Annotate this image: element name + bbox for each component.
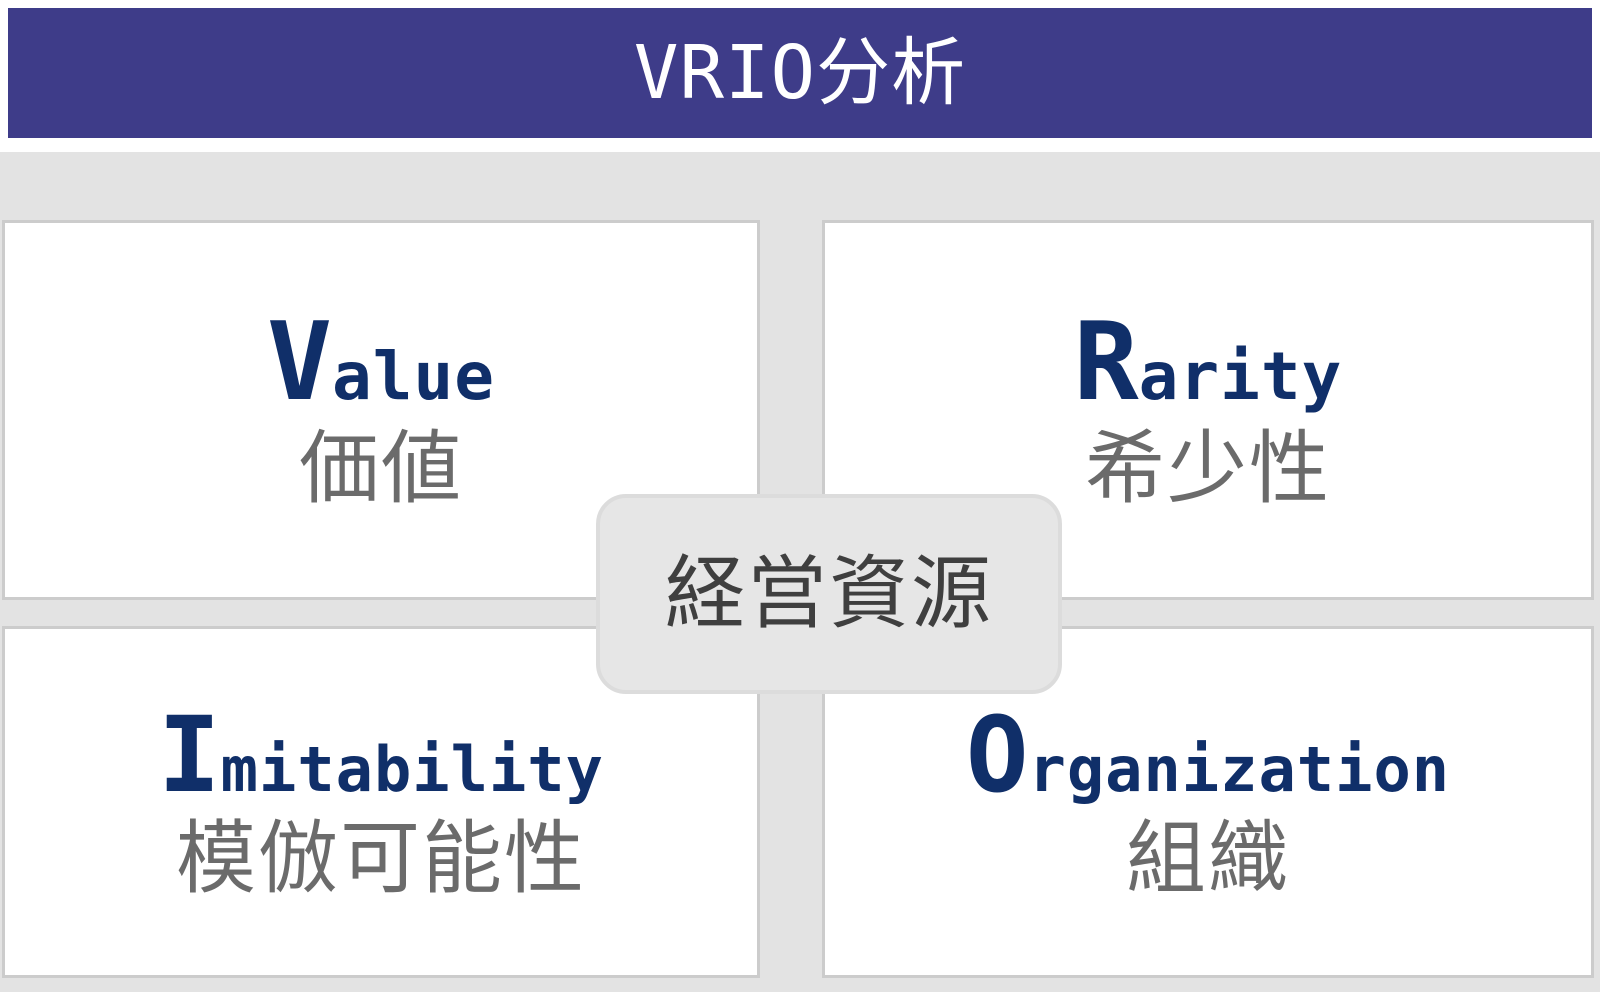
slide-title-bar: VRIO分析 bbox=[8, 8, 1592, 138]
quadrant-value-japanese: 価値 bbox=[299, 422, 463, 515]
center-badge-label: 経営資源 bbox=[665, 547, 993, 640]
quadrant-value-rest: alue bbox=[332, 338, 495, 415]
quadrant-rarity-initial: R bbox=[1073, 300, 1139, 425]
quadrant-rarity-japanese: 希少性 bbox=[1085, 422, 1331, 515]
quadrant-organization-japanese: 組織 bbox=[1126, 812, 1290, 905]
center-badge-management-resources[interactable]: 経営資源 bbox=[596, 494, 1062, 694]
quadrant-organization-rest: rganization bbox=[1028, 733, 1451, 806]
quadrant-imitability-initial: I bbox=[158, 694, 221, 816]
quadrant-imitability-rest: mitability bbox=[220, 733, 604, 806]
quadrant-organization-initial: O bbox=[965, 694, 1029, 816]
page-title: VRIO分析 bbox=[633, 30, 967, 116]
quadrant-imitability-japanese: 模倣可能性 bbox=[176, 812, 586, 905]
quadrant-value-initial: V bbox=[267, 300, 333, 425]
quadrant-rarity-rest: arity bbox=[1138, 338, 1343, 415]
